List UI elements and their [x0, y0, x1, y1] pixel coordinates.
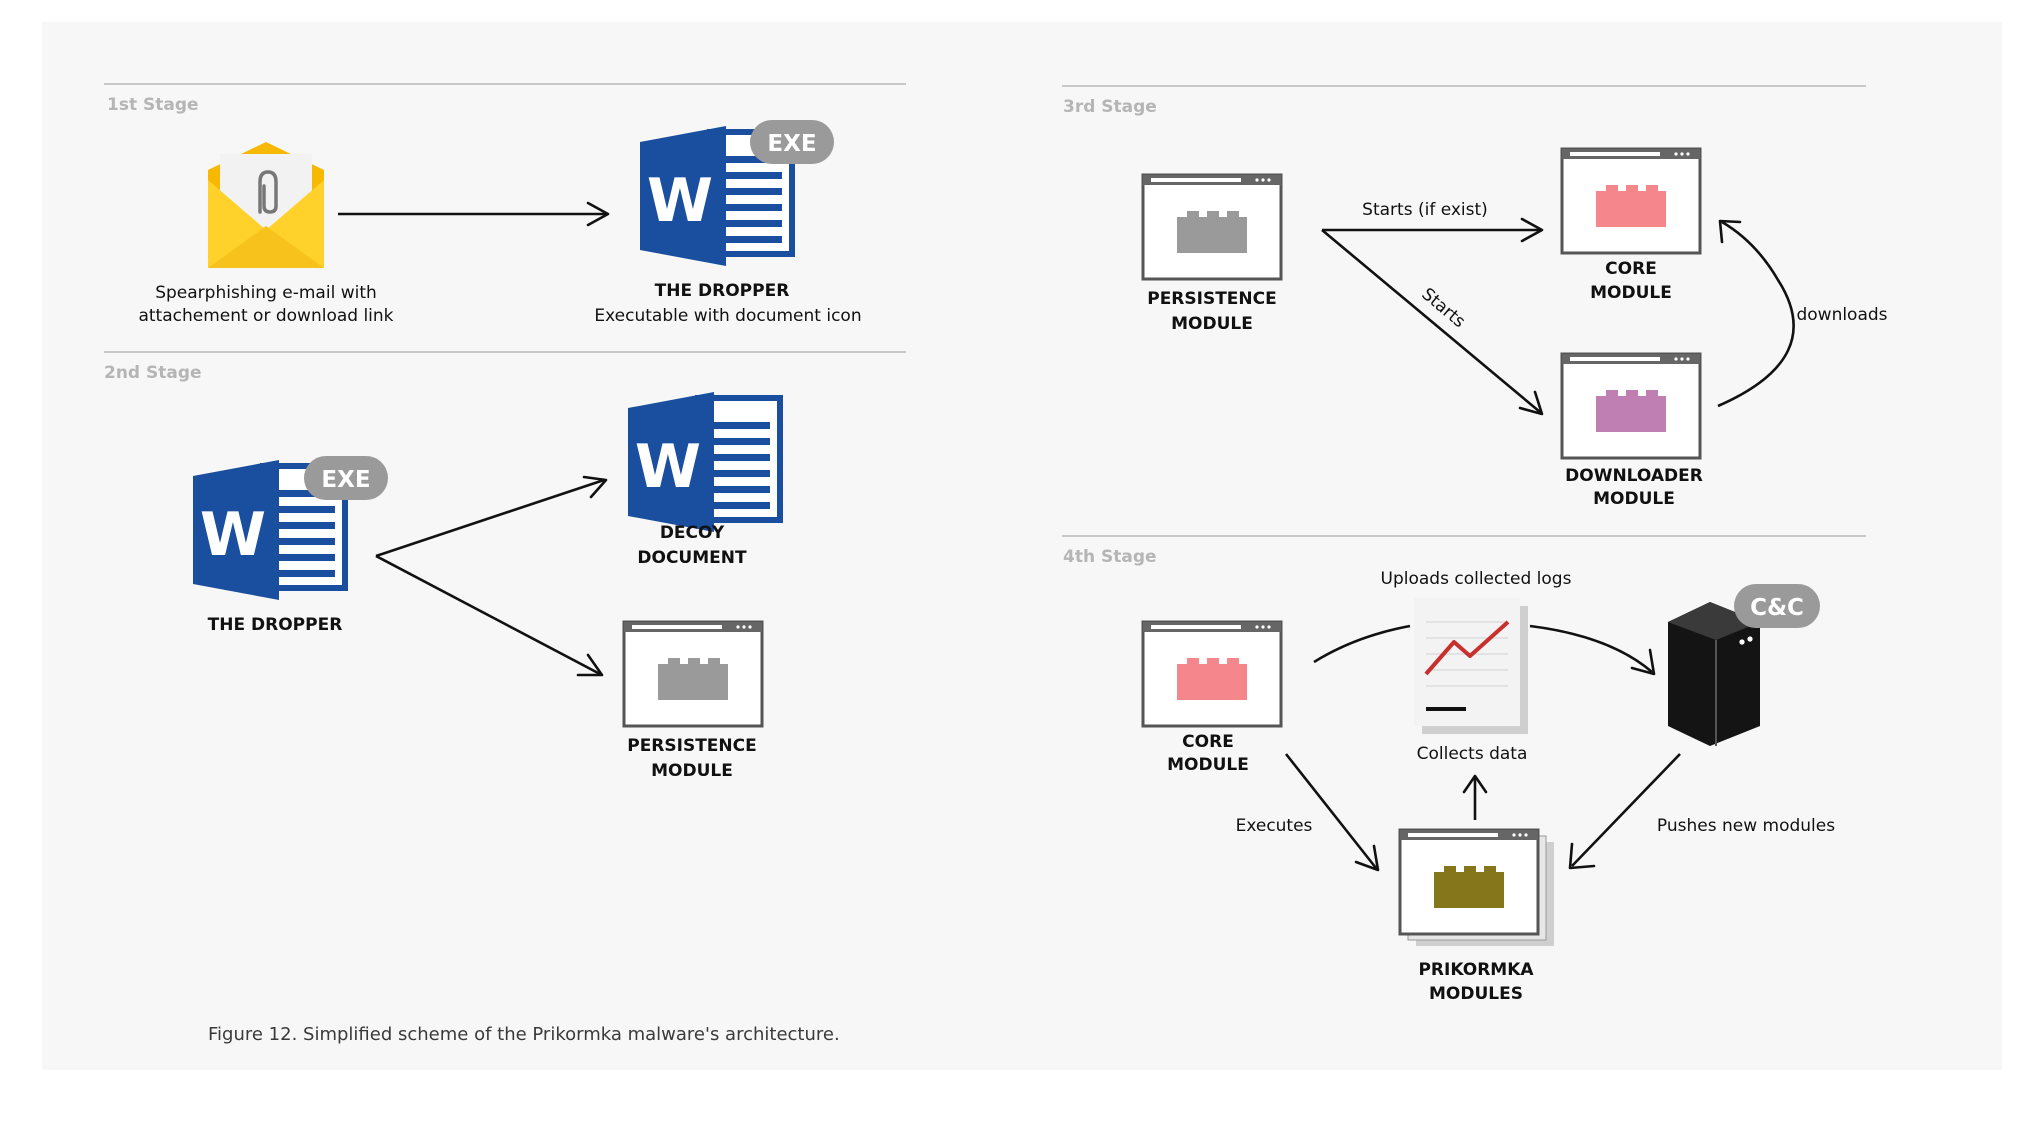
- figure-caption: Figure 12. Simplified scheme of the Prik…: [208, 1024, 840, 1045]
- exe-badge-text: EXE: [321, 467, 370, 493]
- prikormka-line1: PRIKORMKA: [1418, 960, 1534, 980]
- edge-label-executes: Executes: [1236, 816, 1313, 836]
- stage4-label: 4th Stage: [1063, 547, 1157, 567]
- arrowhead: [1354, 844, 1380, 872]
- edge-label-starts: Starts: [1417, 284, 1469, 332]
- email-label-line1: Spearphishing e-mail with: [155, 283, 377, 303]
- module-window-icon: [622, 620, 764, 728]
- edge-core-to-logs: [1313, 624, 1411, 664]
- block-icon: [658, 658, 728, 700]
- persistence3-line2: MODULE: [1171, 314, 1253, 334]
- edge-dropper-to-decoy: [375, 478, 605, 558]
- arrowhead: [1520, 217, 1544, 243]
- arrowhead: [586, 201, 610, 227]
- server-icon: [1668, 602, 1760, 746]
- dropper1-subtitle: Executable with document icon: [594, 306, 861, 326]
- email-label-line2: attachement or download link: [138, 306, 393, 326]
- persistence2-line2: MODULE: [651, 761, 733, 781]
- prikormka-line2: MODULES: [1429, 984, 1523, 1004]
- arrowhead: [1568, 842, 1596, 870]
- core3-line1: CORE: [1605, 259, 1657, 279]
- block-icon: [1596, 185, 1666, 227]
- edge-label-starts-if-exist: Starts (if exist): [1362, 200, 1488, 220]
- arrowhead: [1462, 774, 1488, 794]
- exe-badge: EXE: [304, 456, 388, 500]
- arrowhead: [1718, 219, 1742, 244]
- persistence2-line1: PERSISTENCE: [627, 736, 757, 756]
- module-window-icon: [1398, 828, 1540, 936]
- stage1-label: 1st Stage: [107, 95, 199, 115]
- edge-label-downloads: downloads: [1796, 305, 1887, 325]
- logs-label: Collects data: [1417, 744, 1528, 764]
- arrowhead: [1518, 390, 1544, 416]
- downloader3-line2: MODULE: [1593, 489, 1675, 509]
- email-attachment-icon: [208, 142, 324, 268]
- module-window-icon: [1560, 147, 1702, 255]
- cnc-badge: C&C: [1734, 584, 1820, 628]
- edge-downloader-to-core: [1717, 220, 1795, 408]
- log-chart-icon: [1414, 598, 1528, 734]
- edge-label-uploads: Uploads collected logs: [1381, 569, 1572, 589]
- module-window-icon: [1141, 173, 1283, 281]
- edge-label-pushes: Pushes new modules: [1657, 816, 1835, 836]
- exe-badge-text: EXE: [767, 131, 816, 157]
- stage2-label: 2nd Stage: [104, 363, 202, 383]
- decoy-line1: DECOY: [660, 523, 725, 543]
- core4-line2: MODULE: [1167, 755, 1249, 775]
- edge-persistence-to-downloader: [1321, 229, 1541, 413]
- arrowhead: [1630, 648, 1656, 676]
- arrowhead: [582, 475, 608, 499]
- block-icon: [1177, 658, 1247, 700]
- module-window-icon: [1560, 352, 1702, 460]
- block-icon: [1596, 390, 1666, 432]
- arrowhead: [576, 653, 604, 677]
- persistence3-line1: PERSISTENCE: [1147, 289, 1277, 309]
- core3-line2: MODULE: [1590, 283, 1672, 303]
- edge-dropper-to-persistence: [375, 554, 601, 676]
- dropper2-title: THE DROPPER: [208, 615, 343, 635]
- edge-cnc-to-prikormka: [1571, 753, 1681, 867]
- exe-badge: EXE: [750, 120, 834, 164]
- cnc-badge-text: C&C: [1750, 595, 1804, 621]
- edge-logs-to-cnc: [1529, 624, 1653, 673]
- stage3-label: 3rd Stage: [1063, 97, 1157, 117]
- dropper1-title: THE DROPPER: [655, 281, 790, 301]
- module-window-icon: [1141, 620, 1283, 728]
- core4-line1: CORE: [1182, 732, 1234, 752]
- block-icon: [1434, 866, 1504, 908]
- decoy-line2: DOCUMENT: [637, 548, 747, 568]
- block-icon: [1177, 211, 1247, 253]
- edge-core-to-prikormka: [1284, 753, 1378, 869]
- downloader3-line1: DOWNLOADER: [1565, 466, 1703, 486]
- word-document-icon: [628, 392, 780, 532]
